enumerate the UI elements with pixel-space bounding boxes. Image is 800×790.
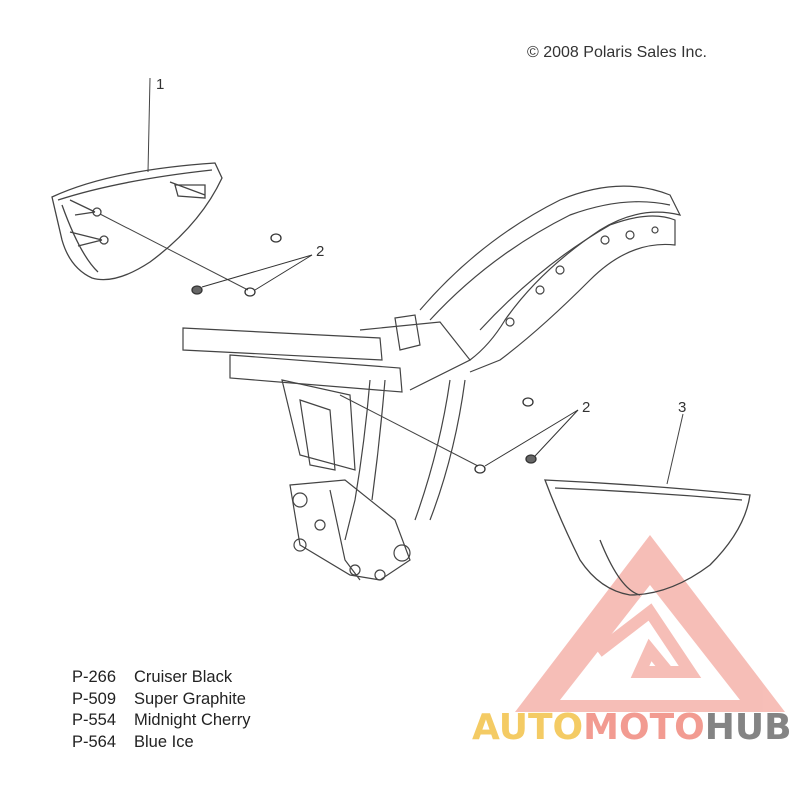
legend-code: P-554 bbox=[72, 711, 117, 729]
legend-code: P-266 bbox=[72, 668, 117, 686]
motorcycle-frame bbox=[182, 185, 682, 581]
side-cover-right bbox=[544, 413, 751, 596]
watermark-part-moto: MOTO bbox=[583, 707, 705, 748]
legend-color-name: Super Graphite bbox=[134, 689, 246, 708]
legend-code: P-564 bbox=[72, 732, 117, 751]
color-legend: P-266 Cruiser Black P-509 Super Graphite P… bbox=[72, 667, 250, 753]
legend-code: P-509 bbox=[72, 689, 117, 708]
copyright-notice: © 2008 Polaris Sales Inc. bbox=[527, 44, 707, 61]
legend-row: P-554 Midnight Cherry bbox=[72, 710, 250, 732]
watermark-part-hub: HUB bbox=[704, 707, 792, 748]
legend-color-name: Blue Ice bbox=[134, 732, 194, 751]
fasteners-top bbox=[191, 233, 313, 297]
side-cover-left bbox=[51, 77, 249, 291]
watermark-part-auto: AUTO bbox=[472, 707, 584, 748]
callout-2-top: 2 bbox=[316, 243, 325, 260]
legend-row: P-509 Super Graphite bbox=[72, 689, 250, 711]
watermark-logo-icon bbox=[515, 535, 785, 712]
callout-1: 1 bbox=[156, 76, 165, 93]
fasteners-middle bbox=[474, 397, 579, 474]
callout-3: 3 bbox=[678, 399, 687, 416]
legend-row: P-564 Blue Ice bbox=[72, 732, 250, 754]
legend-color-name: Cruiser Black bbox=[134, 668, 233, 686]
legend-color-name: Midnight Cherry bbox=[134, 711, 251, 729]
legend-row: P-266 Cruiser Black bbox=[72, 667, 250, 689]
watermark-text: AUTOMOTOHUB bbox=[472, 707, 792, 748]
callout-2-middle: 2 bbox=[582, 399, 591, 416]
